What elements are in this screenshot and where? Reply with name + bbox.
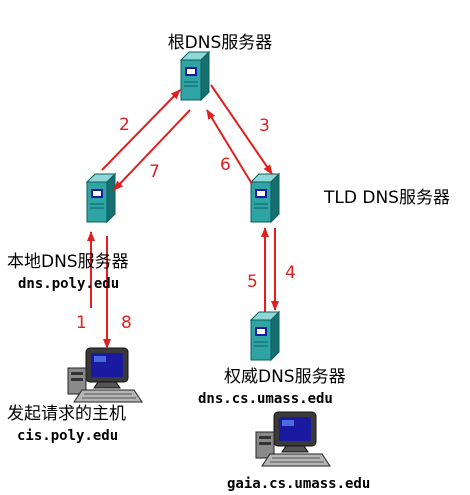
arrow-step-3 (210, 84, 273, 175)
step-number: 3 (259, 116, 270, 136)
root-server-icon (180, 51, 210, 101)
requester-computer-icon (67, 347, 143, 403)
requester-label: 发起请求的主机 (7, 404, 126, 424)
arrow-step-2 (101, 89, 181, 171)
requester-host: cis.poly.edu (17, 428, 118, 444)
local-server-icon (86, 173, 116, 223)
step-number: 2 (119, 115, 130, 135)
root-server-label: 根DNS服务器 (168, 33, 273, 53)
step-number: 4 (285, 263, 296, 283)
arrow-step-7 (113, 109, 191, 191)
tld-server-icon (250, 173, 280, 223)
arrow-step-6 (206, 109, 253, 185)
target-computer-icon (255, 411, 331, 467)
auth-server-icon (250, 311, 280, 361)
step-number: 1 (76, 313, 87, 333)
tld-server-label: TLD DNS服务器 (323, 188, 450, 208)
auth-server-host: dns.cs.umass.edu (198, 391, 333, 407)
local-server-host: dns.poly.edu (18, 276, 119, 292)
step-number: 5 (247, 272, 258, 292)
step-number: 6 (220, 155, 231, 175)
step-number: 8 (121, 313, 132, 333)
auth-server-label: 权威DNS服务器 (224, 367, 346, 387)
local-server-label: 本地DNS服务器 (7, 252, 129, 272)
step-number: 7 (149, 162, 160, 182)
target-host: gaia.cs.umass.edu (227, 476, 370, 492)
